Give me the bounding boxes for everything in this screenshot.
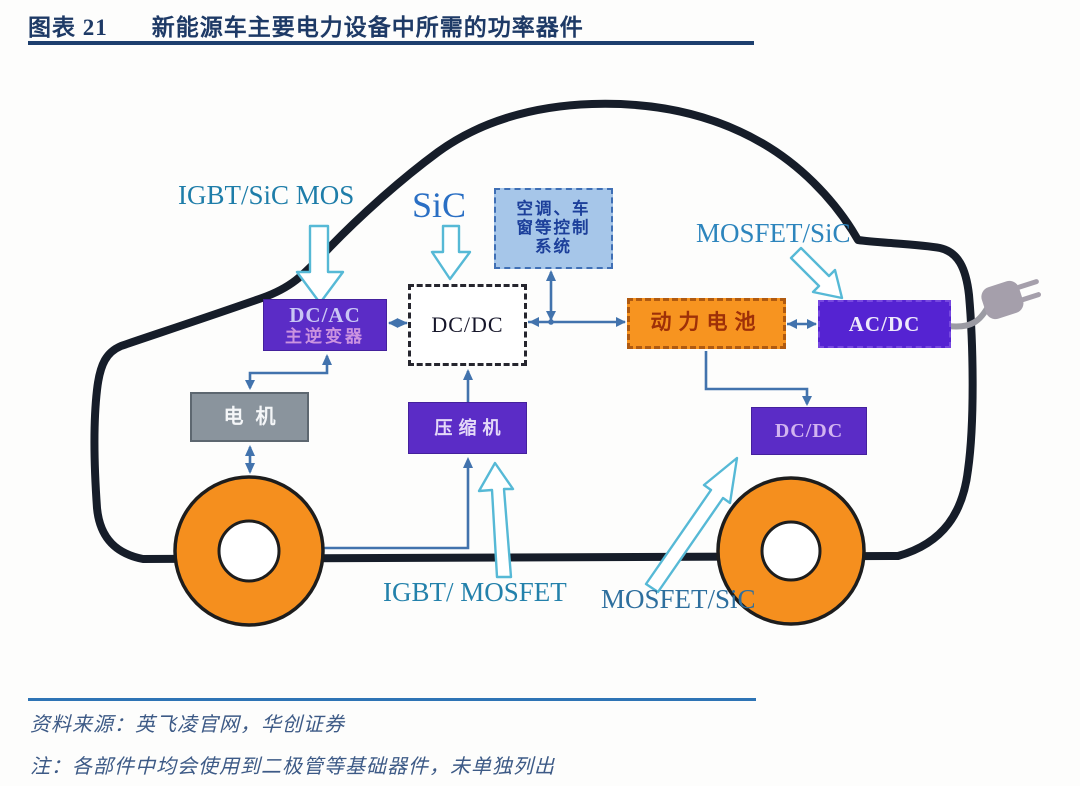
node-hvac-line1: 空调、车 <box>516 200 591 219</box>
label-mosfet-sic-top: MOSFET/SiC <box>696 218 851 248</box>
remark-note: 注：各部件中均会使用到二极管等基础器件，未单独列出 <box>30 756 555 778</box>
label-sic: SiC <box>412 185 467 225</box>
arrow-igbt-to-inverter <box>295 224 345 305</box>
label-igbt-mosfet: IGBT/ MOSFET <box>383 577 567 607</box>
node-dcdc-rear: DC/DC <box>751 407 867 455</box>
arrow-mosfet-to-rear-dcdc <box>644 456 739 594</box>
page-title: 新能源车主要电力设备中所需的功率器件 <box>151 15 584 40</box>
node-hvac-line3: 系统 <box>535 237 572 256</box>
title-underline <box>28 41 754 45</box>
node-dc-ac-inverter-subtitle: 主逆变器 <box>285 327 365 347</box>
node-dc-ac-inverter-title: DC/AC <box>289 303 361 328</box>
label-mosfet-sic-bottom: MOSFET/SiC <box>601 584 756 614</box>
figure-label: 图表 21 <box>28 15 108 40</box>
node-dcdc-center: DC/DC <box>408 284 527 366</box>
car-outline-shape <box>90 99 977 563</box>
arrow-mosfet-to-acdc <box>789 246 844 300</box>
connector-wheel-to-compressor <box>305 460 470 550</box>
arrow-igbt-to-compressor <box>477 461 515 579</box>
arrowhead-into-compressor-bottom <box>463 457 473 468</box>
connector-arrowheads <box>245 270 817 474</box>
node-compressor: 压缩机 <box>408 402 527 454</box>
front-wheel <box>173 475 325 627</box>
figure-header: 图表 21 新能源车主要电力设备中所需的功率器件 <box>28 8 584 42</box>
node-hvac-line2: 窗等控制 <box>516 219 591 238</box>
cyan-annotation-arrows <box>295 224 844 594</box>
node-dc-ac-inverter: DC/AC 主逆变器 <box>263 299 387 351</box>
rear-wheel <box>716 476 866 626</box>
node-ac-dc: AC/DC <box>818 300 951 348</box>
footer-divider <box>28 698 756 701</box>
node-motor: 电机 <box>190 392 309 442</box>
label-igbt-sic-mos: IGBT/SiC MOS <box>178 180 355 210</box>
node-battery: 动力电池 <box>627 298 786 349</box>
source-note: 资料来源：英飞凌官网，华创证券 <box>30 714 345 736</box>
arrow-sic-to-dcdc <box>430 224 472 281</box>
node-hvac-control: 空调、车 窗等控制 系统 <box>494 188 613 269</box>
charging-plug-icon <box>945 279 1042 330</box>
